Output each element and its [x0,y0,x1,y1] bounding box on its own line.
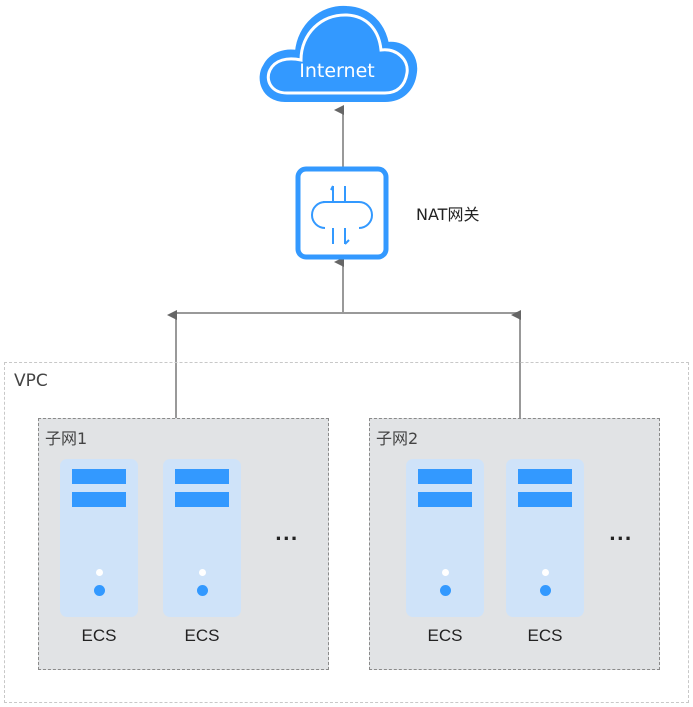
cloud-icon [259,5,418,102]
vpc-label: VPC [14,371,48,391]
server-icon [506,459,584,617]
vpc-container: VPC [4,362,689,703]
server-icon [406,459,484,617]
server-icon [163,459,241,617]
more-servers-ellipsis: ... [275,524,299,545]
more-servers-ellipsis: ... [609,524,633,545]
server-label: ECS [184,626,220,645]
subnet-label: 子网2 [376,429,419,448]
server-label: ECS [81,626,117,645]
internet-label: Internet [299,60,375,82]
server-label: ECS [527,626,563,645]
server-label: ECS [427,626,463,645]
server-icon [60,459,138,617]
subnet-label: 子网1 [45,429,88,448]
nat-gateway-label: NAT网关 [416,205,480,224]
nat-gateway-icon [295,166,389,260]
